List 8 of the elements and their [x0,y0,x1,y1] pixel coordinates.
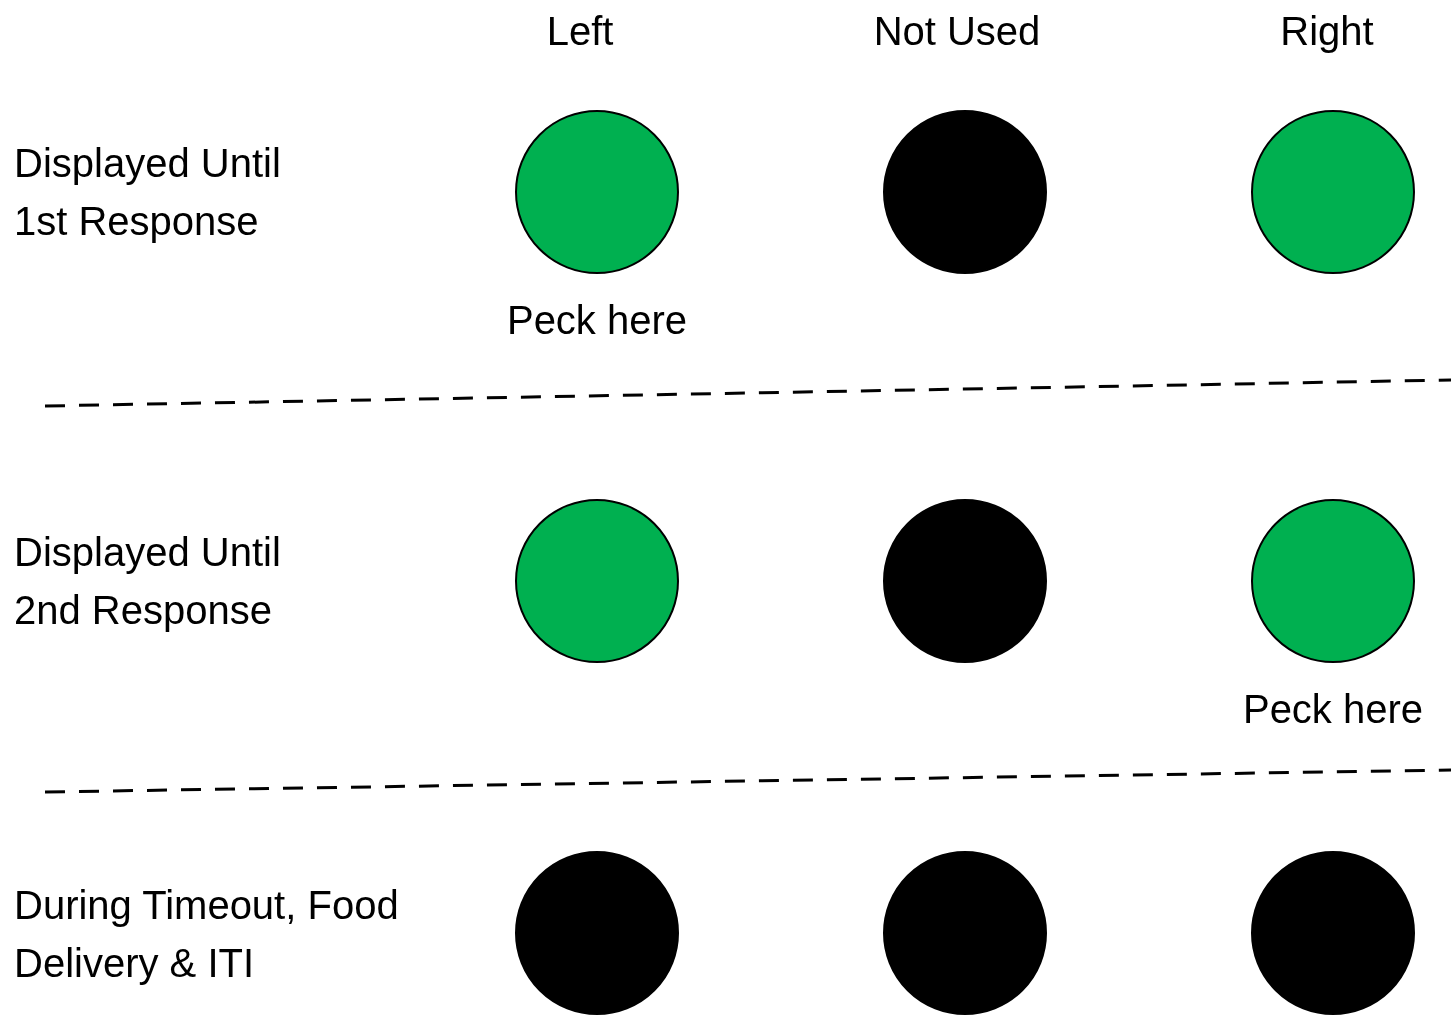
row-label: During Timeout, Food Delivery & ITI [14,882,400,987]
column-header: Not Used [873,8,1041,55]
column-header: Right [1280,8,1374,55]
row-label: Displayed Until 1st Response [14,140,282,245]
instruction-text: Peck here [1242,686,1424,733]
row-label: Displayed Until 2nd Response [14,529,282,634]
column-header: Left [546,8,614,55]
instruction-text: Peck here [506,297,688,344]
